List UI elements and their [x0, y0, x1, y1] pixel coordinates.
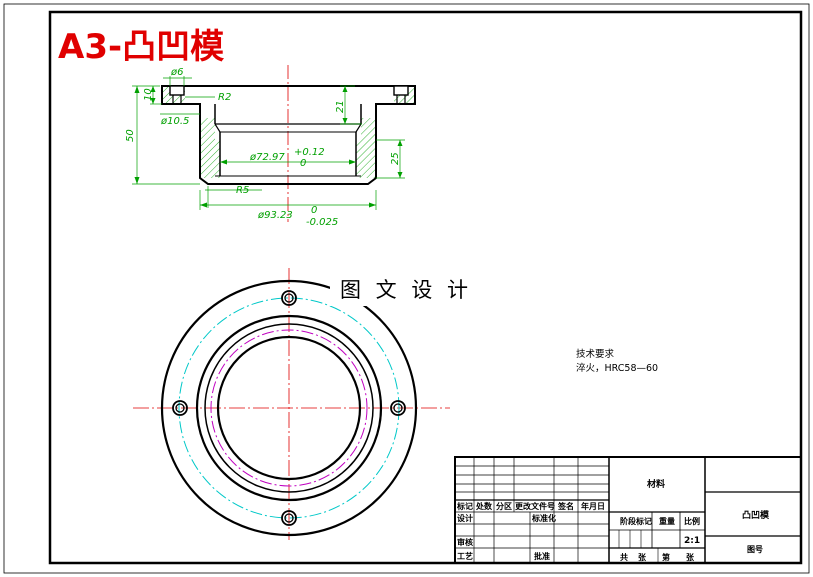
- tb-standardize: 标准化: [531, 513, 556, 523]
- tb-date: 年月日: [581, 501, 605, 511]
- tb-change-doc: 更改文件号: [515, 501, 555, 511]
- watermark-box: [330, 268, 490, 306]
- dim-h50: 50: [125, 129, 136, 142]
- tb-part-name: 凸凹模: [742, 509, 770, 521]
- tb-stage-mark: 阶段标记: [620, 516, 652, 526]
- dim-d72-lower: 0: [300, 158, 306, 169]
- bore-circle: [216, 335, 362, 481]
- tb-approve: 批准: [534, 551, 550, 561]
- dim-d93: ø93.23: [257, 210, 293, 221]
- body-outer-circle: [195, 314, 383, 502]
- section-outline: [161, 85, 416, 185]
- bolt-holes: [172, 290, 406, 526]
- dim-r2: R2: [218, 92, 231, 103]
- dim-d93-lower: -0.025: [306, 217, 338, 228]
- tb-material: 材料: [646, 478, 665, 490]
- tb-sheet-unit: 张: [686, 553, 695, 562]
- top-view: [133, 268, 450, 540]
- tb-weight: 重量: [659, 516, 675, 526]
- tb-process: 工艺: [457, 551, 473, 561]
- tb-design: 设计: [457, 513, 473, 523]
- dim-d93-upper: 0: [311, 205, 317, 216]
- notes-heading: 技术要求: [576, 348, 615, 360]
- hatch-left: [200, 118, 220, 178]
- tb-scale-label: 比例: [684, 516, 700, 526]
- dim-d6: ø6: [170, 67, 183, 78]
- title-block: [454, 456, 802, 564]
- bolt-circle: [178, 297, 400, 519]
- hatch-right: [356, 118, 376, 178]
- dim-d72: ø72.97: [249, 152, 285, 163]
- inner-frame: [48, 10, 803, 565]
- tb-drawing-no: 图号: [747, 545, 763, 554]
- tb-total: 共: [620, 552, 628, 562]
- dim-h10: 10: [143, 88, 154, 101]
- tb-count: 处数: [475, 501, 493, 511]
- dim-r5: R5: [236, 185, 249, 196]
- tb-sheets: 张: [638, 553, 647, 562]
- pitch-circle: [210, 329, 368, 487]
- dim-h25: 25: [390, 152, 401, 165]
- watermark: 图 文 设 计: [340, 278, 472, 302]
- drawing-title: A3-凸凹模: [58, 27, 224, 67]
- dim-d10-5: ø10.5: [160, 116, 189, 127]
- dim-d72-upper: +0.12: [294, 147, 325, 158]
- tb-sheet-no: 第: [662, 552, 670, 562]
- outer-flange-circle: [160, 279, 418, 537]
- tb-zone: 分区: [496, 501, 512, 511]
- notes-line1: 淬火，HRC58—60: [576, 362, 658, 374]
- outer-frame: [3, 3, 810, 574]
- tb-mark: 标记: [456, 501, 473, 511]
- dim-h21: 21: [335, 100, 346, 113]
- tb-scale-value: 2:1: [684, 536, 700, 546]
- tb-sign: 签名: [557, 501, 574, 511]
- section-view: ø6 R2 ø10.5 10 50 21 25 ø72.97 +0.12 0 R…: [125, 65, 416, 228]
- tb-check: 审核: [457, 537, 473, 547]
